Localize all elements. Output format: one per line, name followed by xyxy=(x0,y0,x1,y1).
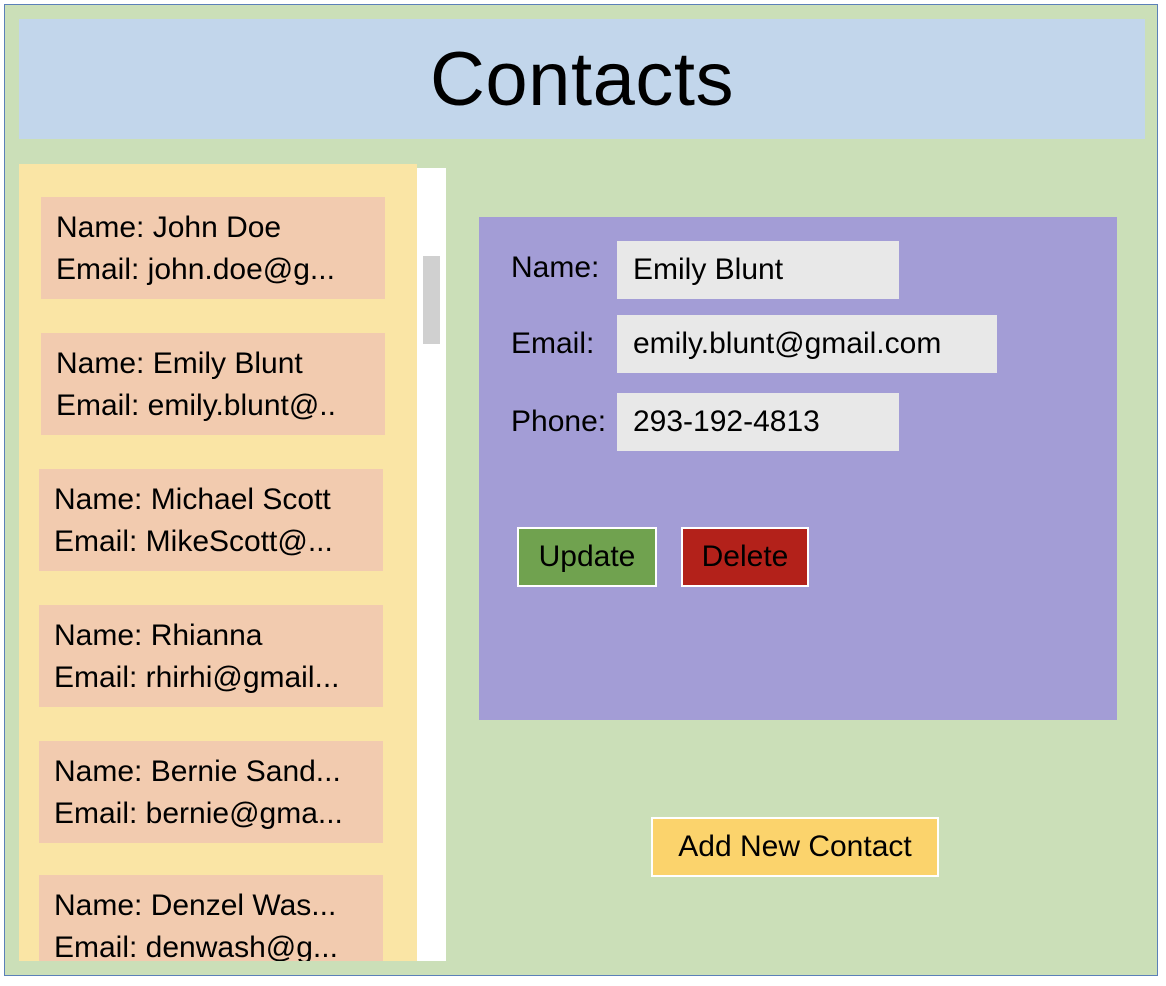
contact-card-john-doe[interactable]: Name: John Doe Email: john.doe@g... xyxy=(41,197,385,299)
contact-card-rhianna[interactable]: Name: Rhianna Email: rhirhi@gmail... xyxy=(39,605,383,707)
phone-label: Phone: xyxy=(511,405,607,438)
page-title: Contacts xyxy=(430,36,734,122)
contact-email: Email: bernie@gma... xyxy=(54,797,343,830)
contact-card-bernie[interactable]: Name: Bernie Sand... Email: bernie@gma..… xyxy=(39,741,383,843)
contact-list[interactable]: Name: John Doe Email: john.doe@g... Name… xyxy=(19,164,417,961)
contact-name: Name: Rhianna xyxy=(54,619,263,652)
contact-email: Email: emily.blunt@.. xyxy=(56,389,336,422)
contact-name: Name: Emily Blunt xyxy=(56,347,303,380)
add-new-contact-button[interactable]: Add New Contact xyxy=(651,817,939,877)
contact-list-scrollbar[interactable] xyxy=(417,168,446,961)
email-label: Email: xyxy=(511,327,595,360)
contact-email: Email: denwash@g... xyxy=(54,931,338,961)
phone-field[interactable]: 293-192-4813 xyxy=(617,393,899,451)
scrollbar-thumb[interactable] xyxy=(423,256,440,344)
contact-card-denzel[interactable]: Name: Denzel Was... Email: denwash@g... xyxy=(39,875,383,961)
update-button[interactable]: Update xyxy=(517,527,657,587)
name-label: Name: xyxy=(511,251,600,284)
delete-button[interactable]: Delete xyxy=(681,527,809,587)
contact-email: Email: MikeScott@... xyxy=(54,525,333,558)
contact-email: Email: rhirhi@gmail... xyxy=(54,661,340,694)
email-field[interactable]: emily.blunt@gmail.com xyxy=(617,315,997,373)
contact-card-michael-scott[interactable]: Name: Michael Scott Email: MikeScott@... xyxy=(39,469,383,571)
contact-name: Name: Bernie Sand... xyxy=(54,755,341,788)
header-bar: Contacts xyxy=(19,19,1145,139)
contact-detail-panel: Name: Emily Blunt Email: emily.blunt@gma… xyxy=(479,217,1117,720)
contact-name: Name: John Doe xyxy=(56,211,282,244)
name-field[interactable]: Emily Blunt xyxy=(617,241,899,299)
contact-card-emily-blunt[interactable]: Name: Emily Blunt Email: emily.blunt@.. xyxy=(41,333,385,435)
contact-email: Email: john.doe@g... xyxy=(56,253,335,286)
app-window: Contacts Name: John Doe Email: john.doe@… xyxy=(4,4,1158,976)
contact-name: Name: Michael Scott xyxy=(54,483,331,516)
contact-name: Name: Denzel Was... xyxy=(54,889,337,922)
